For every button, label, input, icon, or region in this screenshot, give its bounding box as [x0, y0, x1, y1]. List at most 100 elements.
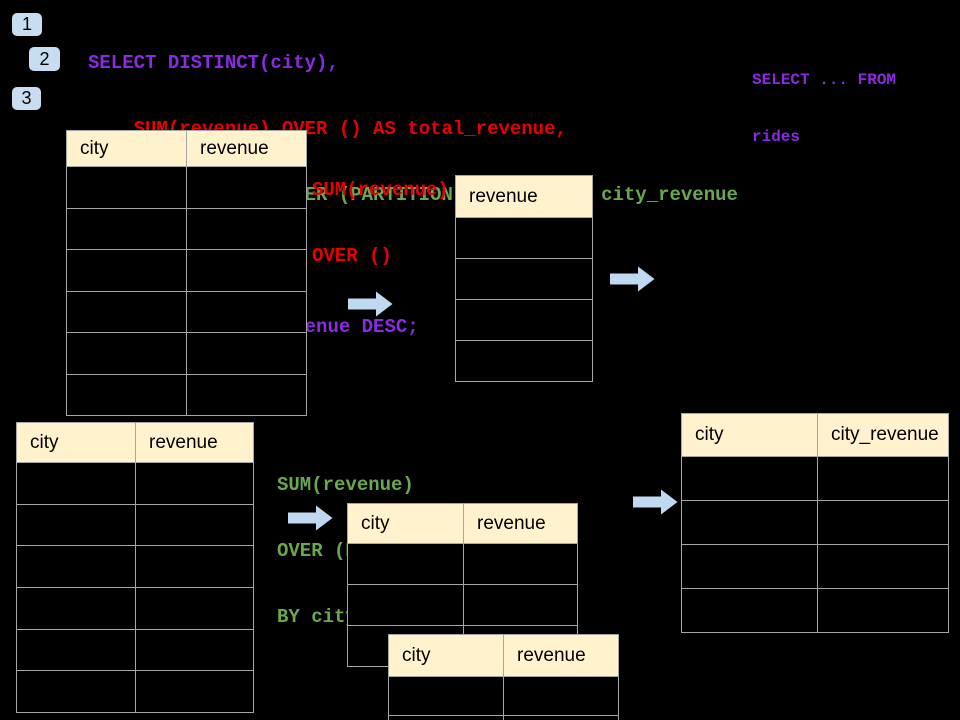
table-cell-empty [186, 249, 307, 292]
table-cell-empty [681, 588, 818, 633]
table-row [16, 587, 254, 630]
arrow-right-icon [348, 291, 393, 317]
table-cell-empty [16, 670, 136, 714]
table-row [66, 290, 307, 333]
sql-line-select: SELECT DISTINCT(city), [88, 52, 339, 74]
table-cell-empty [135, 670, 254, 714]
table-cell-empty [455, 340, 593, 382]
table-header-row: city revenue [388, 634, 619, 677]
table-row [66, 332, 307, 375]
table-city-revenue-result: city city_revenue [681, 413, 949, 633]
table-row [347, 584, 578, 626]
column-header-city: city [681, 413, 818, 457]
table-row [66, 373, 307, 416]
table-cell-empty [16, 545, 136, 589]
column-header-revenue: revenue [503, 634, 619, 677]
table-cell-empty [16, 503, 136, 547]
table-cell-empty [503, 715, 619, 720]
column-header-city: city [66, 130, 187, 167]
column-header-revenue: revenue [135, 422, 254, 463]
table-cell-empty [66, 373, 187, 416]
table-source-rides-bottom: city revenue [16, 422, 254, 714]
table-cell-empty [817, 456, 949, 501]
table-cell-empty [388, 676, 504, 716]
column-header-city: city [388, 634, 504, 677]
table-header-row: revenue [455, 175, 593, 218]
table-row [16, 670, 254, 714]
select-from-rides-note: SELECT ... FROM rides [752, 33, 896, 185]
table-cell-empty [681, 500, 818, 545]
table-row [388, 715, 619, 720]
note-line: rides [752, 128, 801, 146]
table-cell-empty [455, 217, 593, 259]
table-cell-empty [186, 207, 307, 250]
step-badge-label: 1 [21, 14, 32, 34]
table-cell-empty [66, 207, 187, 250]
table-header-row: city city_revenue [681, 413, 949, 457]
table-cell-empty [135, 545, 254, 589]
annotation-line: OVER () [312, 245, 392, 267]
table-header-row: city revenue [16, 422, 254, 463]
table-cell-empty [463, 584, 578, 626]
table-cell-empty [347, 584, 464, 626]
table-cell-empty [817, 588, 949, 633]
column-header-revenue: revenue [186, 130, 307, 167]
note-line: SELECT ... FROM [752, 71, 897, 89]
step-badge-label: 2 [39, 48, 50, 69]
table-cell-empty [455, 299, 593, 341]
table-cell-empty [681, 544, 818, 589]
table-row [455, 258, 593, 300]
step-badge-3: 3 [12, 87, 41, 110]
table-cell-empty [503, 676, 619, 716]
table-cell-empty [186, 290, 307, 333]
table-row [16, 462, 254, 505]
table-row [66, 166, 307, 209]
column-header-revenue: revenue [455, 175, 593, 218]
table-row [681, 544, 949, 589]
table-row [681, 456, 949, 501]
table-cell-empty [16, 628, 136, 672]
table-cell-empty [186, 373, 307, 416]
table-cell-empty [388, 715, 504, 720]
table-row [681, 500, 949, 545]
table-row [455, 340, 593, 382]
table-total-revenue-result: revenue [455, 175, 593, 382]
table-cell-empty [66, 290, 187, 333]
arrow-right-icon [610, 266, 655, 292]
table-row [455, 299, 593, 341]
table-source-rides-top: city revenue [66, 130, 307, 416]
table-cell-empty [817, 544, 949, 589]
annotation-line: SUM(revenue) [312, 179, 449, 201]
step-badge-label: 3 [21, 88, 32, 108]
table-cell-empty [135, 628, 254, 672]
table-cell-empty [16, 587, 136, 630]
table-cell-empty [681, 456, 818, 501]
column-header-city-revenue: city_revenue [817, 413, 949, 457]
column-header-city: city [347, 503, 464, 544]
column-header-city: city [16, 422, 136, 463]
table-partition-overlay: city revenue [388, 634, 619, 720]
table-row [681, 588, 949, 633]
table-row [347, 543, 578, 585]
table-cell-empty [455, 258, 593, 300]
table-row [16, 503, 254, 547]
step-badge-1: 1 [12, 13, 42, 36]
table-cell-empty [135, 462, 254, 505]
annotation-line: SUM(revenue) [277, 474, 414, 496]
table-header-row: city revenue [347, 503, 578, 544]
table-cell-empty [16, 462, 136, 505]
table-row [66, 249, 307, 292]
table-header-row: city revenue [66, 130, 307, 167]
table-cell-empty [817, 500, 949, 545]
table-row [16, 628, 254, 672]
table-row [388, 676, 619, 716]
column-header-revenue: revenue [463, 503, 578, 544]
arrow-right-icon [288, 505, 333, 531]
table-cell-empty [135, 503, 254, 547]
table-cell-empty [463, 543, 578, 585]
arrow-right-icon [633, 489, 678, 515]
table-cell-empty [135, 587, 254, 630]
table-cell-empty [66, 249, 187, 292]
table-cell-empty [186, 332, 307, 375]
annotation-sum-over-total: SUM(revenue) OVER () [312, 135, 449, 311]
